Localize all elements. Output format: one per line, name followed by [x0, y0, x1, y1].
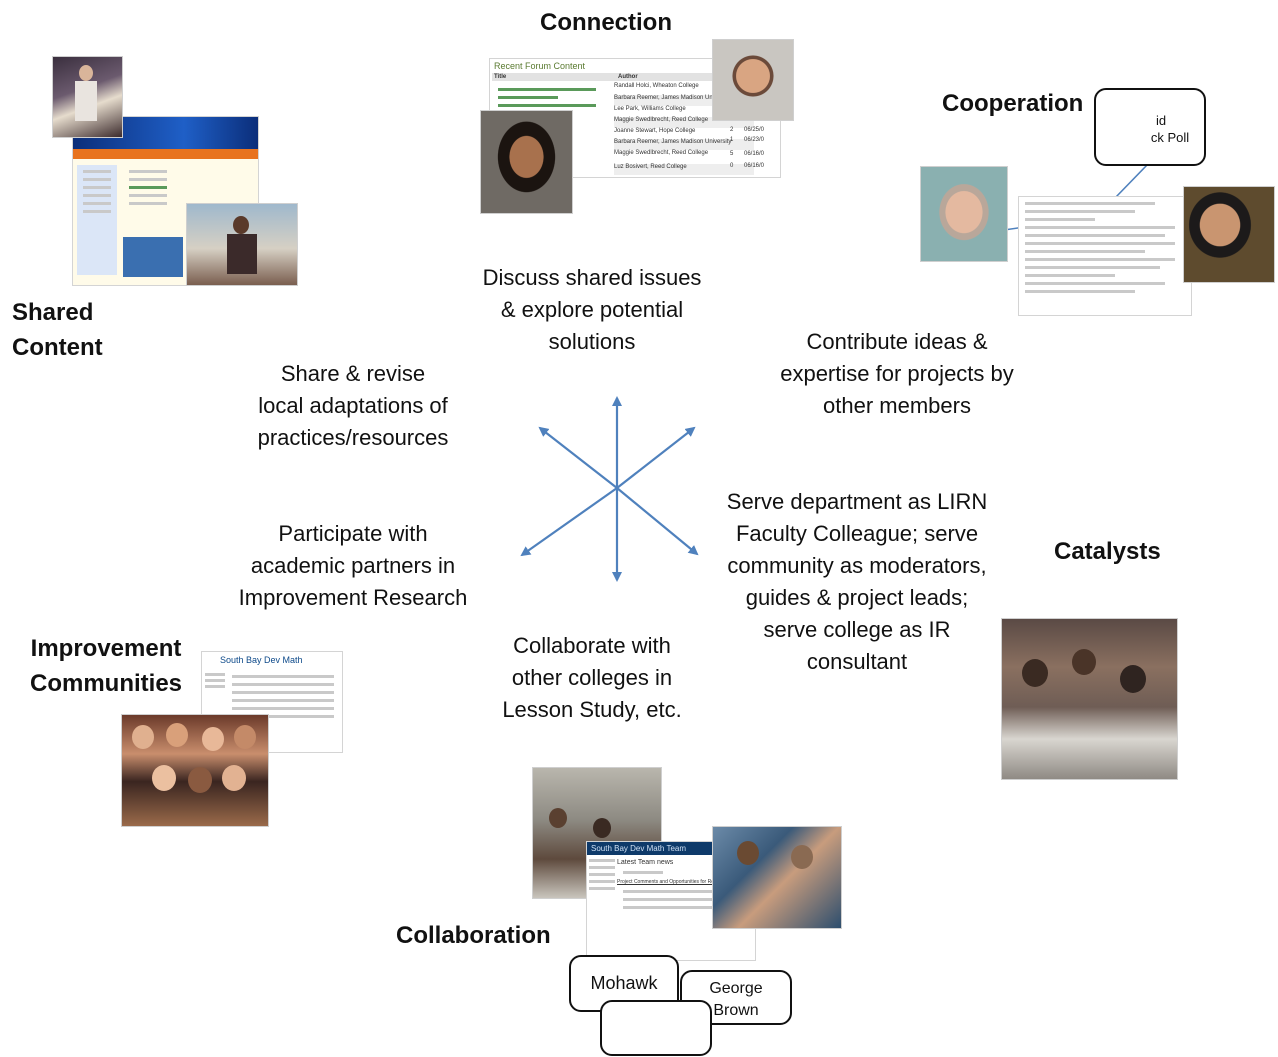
forum-date: 06/23/0: [744, 137, 765, 143]
forum-author: Luz Bosivert, Reed College: [614, 164, 754, 175]
catalysts-meeting-photo: [1001, 618, 1178, 780]
forum-author: Lee Park, Williams College: [614, 106, 686, 112]
woman-portrait-photo: [480, 110, 573, 214]
presenter-photo: [52, 56, 123, 138]
forum-col-author: Author: [618, 74, 638, 80]
arrow-upper-left: [538, 426, 618, 489]
students-group-photo: [121, 714, 269, 827]
forum-count: 2: [730, 127, 734, 133]
forum-count: 5: [730, 151, 734, 157]
desc-share: Share & revise local adaptations of prac…: [257, 361, 449, 450]
sbdm-latest-news: Latest Team news: [617, 859, 674, 866]
student-desk-photo: [186, 203, 298, 286]
forum-author: Maggie Swedlbrecht, Reed College: [614, 150, 709, 156]
desc-collaborate: Collaborate with other colleges in Lesso…: [502, 633, 682, 722]
heading-shared-content: Shared Content: [12, 299, 103, 361]
forum-date: 06/25/0: [744, 127, 765, 133]
forum-date: 06/16/0: [744, 163, 765, 169]
heading-cooperation: Cooperation: [942, 90, 1084, 117]
heading-collaboration: Collaboration: [396, 922, 551, 949]
forum-author: Joanne Stewart, Hope College: [614, 128, 696, 134]
desc-serve: Serve department as LIRN Faculty Colleag…: [726, 489, 988, 674]
forum-col-title: Title: [494, 74, 507, 80]
arrow-lower-left: [520, 487, 618, 557]
heading-improvement-communities: Improvement Communities: [30, 635, 183, 697]
mohawk-label: Mohawk: [590, 973, 658, 993]
smiling-man-photo: [712, 39, 794, 121]
empty-callout: [600, 1000, 712, 1056]
forum-count: 0: [730, 163, 734, 169]
heading-connection: Connection: [540, 9, 672, 36]
forum-date: 06/16/0: [744, 151, 765, 157]
sbdm-section-title: Project Comments and Opportunities for R…: [617, 879, 724, 885]
poll-callout-line1: id: [1155, 113, 1167, 128]
poll-callout: id ck Poll: [1094, 88, 1206, 166]
desc-contribute: Contribute ideas & expertise for project…: [780, 329, 1014, 418]
forum-author: Barbara Reemer, James Madison Universi: [614, 95, 754, 106]
forum-title: Recent Forum Content: [494, 61, 586, 71]
man-glasses-photo: [920, 166, 1008, 262]
george-brown-callout: George Brown: [680, 970, 792, 1025]
desc-discuss: Discuss shared issues & explore potentia…: [482, 265, 702, 354]
arrow-lower-right: [616, 487, 699, 556]
poll-comments-screenshot: [1018, 196, 1192, 316]
sbdm-title: South Bay Dev Math: [220, 655, 303, 665]
colleagues-discussion-photo: [712, 826, 842, 929]
george-brown-label: George Brown: [709, 980, 763, 1019]
forum-author: Barbara Reemer, James Madison University: [614, 139, 754, 150]
man-portrait-photo: [1183, 186, 1275, 283]
arrow-upper-right: [616, 426, 696, 489]
heading-catalysts: Catalysts: [1054, 538, 1161, 565]
forum-count: 1: [730, 137, 734, 143]
poll-callout-line2: ck Poll: [1150, 130, 1190, 145]
forum-author: Maggie Swedlbrecht, Reed College: [614, 117, 754, 128]
forum-author: Randall Holci, Wheaton College: [614, 83, 699, 89]
desc-participate: Participate with academic partners in Im…: [238, 521, 468, 610]
